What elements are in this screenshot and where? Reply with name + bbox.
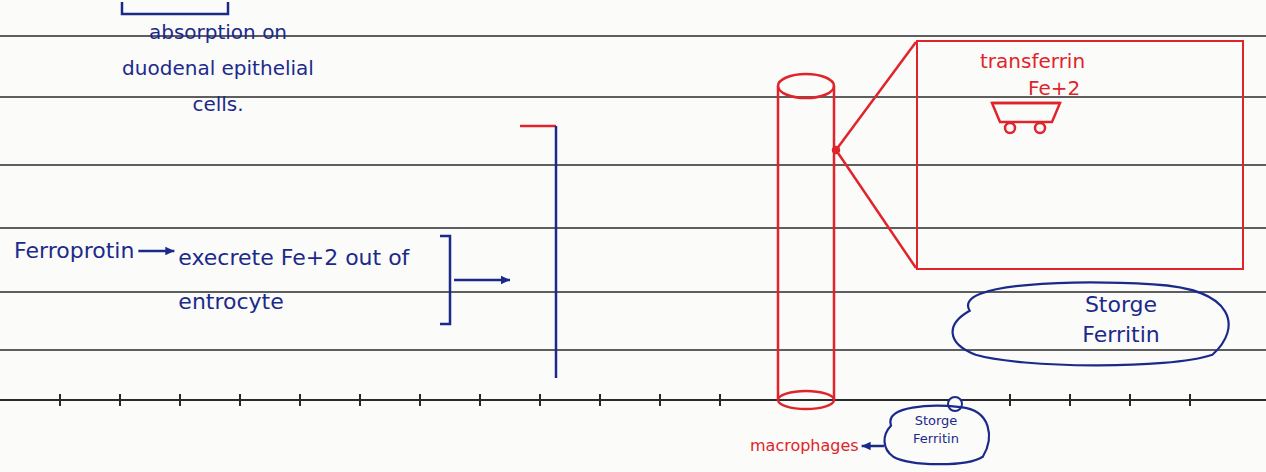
- cell-name: macrophages: [750, 436, 859, 456]
- node-heading: Storge Ferritin: [896, 412, 976, 447]
- bracket: [440, 236, 450, 324]
- zoom-box: transferrinFe+2: [916, 40, 1244, 270]
- ruler-ticks: [60, 394, 1190, 406]
- ferritin-granule: [948, 397, 962, 411]
- storage-blob: Storge Ferritin: [882, 404, 994, 466]
- membrane-line: [555, 126, 558, 378]
- storage-blob: Storge Ferritin: [946, 280, 1242, 368]
- note-text: absorption on duodenal epithelial cells.: [118, 14, 318, 122]
- cart-drawing: [992, 103, 1060, 133]
- red-tick: [520, 125, 556, 128]
- blob-path: [953, 283, 1229, 366]
- arrow-head: [165, 247, 174, 256]
- blood-vessel: [778, 74, 834, 409]
- node-text: Fe+2: [1028, 75, 1232, 102]
- node-heading: transferrin: [980, 48, 1232, 75]
- protein-name: Ferroprotin: [14, 236, 134, 266]
- top-bracket: [122, 2, 228, 14]
- node-heading: Storge Ferritin: [1066, 290, 1176, 349]
- note-text: execrete Fe+2 out of entrocyte: [178, 236, 413, 324]
- ruled-lines: [0, 36, 1266, 400]
- leader-arrow-head: [862, 442, 871, 451]
- arrows: [138, 236, 884, 450]
- arrow-head: [501, 276, 510, 285]
- blob-path: [884, 406, 988, 464]
- zoom-callout: [833, 42, 916, 268]
